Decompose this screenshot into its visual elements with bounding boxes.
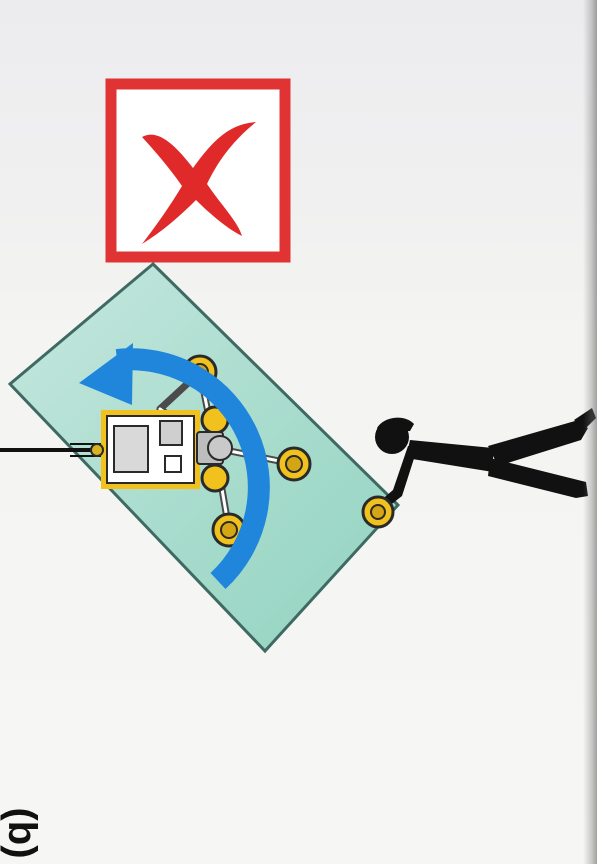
worker-arm (378, 446, 418, 510)
person-pushing-icon (375, 408, 596, 510)
worker-torso (406, 440, 493, 472)
suction-pad (200, 463, 230, 493)
curved-arrow-icon (79, 343, 270, 590)
worker-leg-upper (488, 421, 588, 466)
worker-leg-lower (488, 458, 588, 498)
red-x-cross-icon (142, 122, 256, 244)
suction-pad (276, 446, 312, 482)
prohibition-sign (105, 78, 291, 263)
page-edge-shadow (583, 0, 597, 864)
prohibition-frame (105, 78, 291, 263)
suction-pad (361, 495, 395, 529)
figure-label: (b) (0, 807, 45, 859)
